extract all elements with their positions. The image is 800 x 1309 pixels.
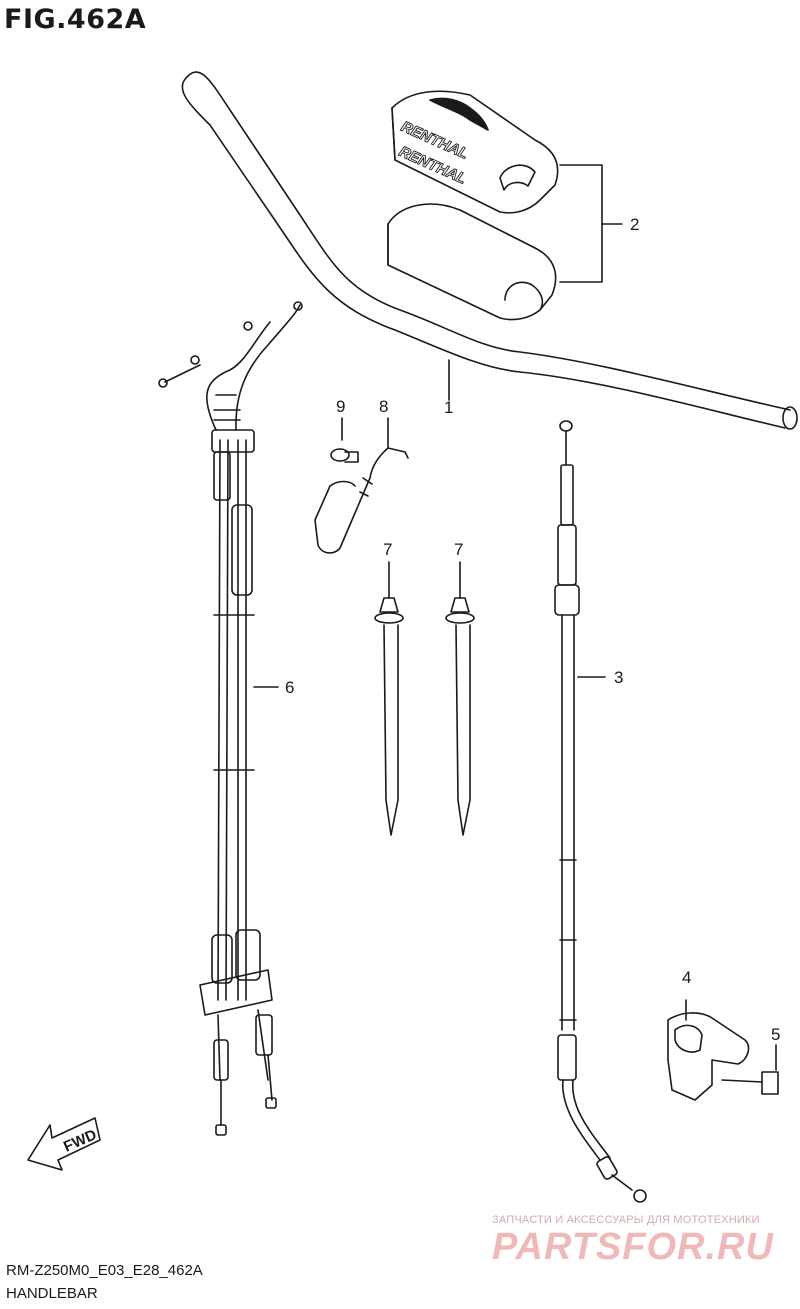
handlebar-pad-part [387,90,559,321]
callout-7-right: 7 [454,540,463,559]
callout-3: 3 [614,668,623,687]
callout-7-left: 7 [383,540,392,559]
bolt-part-5 [721,1044,779,1095]
clutch-cable-part [554,420,647,1203]
callout-8: 8 [379,397,388,416]
callout-1: 1 [444,398,453,417]
watermark-tagline: ЗАПЧАСТИ И АКСЕССУАРЫ ДЛЯ МОТОТЕХНИКИ [492,1214,760,1226]
bolt-part-9 [330,417,359,463]
cable-guide-part [314,417,409,554]
cable-tie-part-left [374,561,404,836]
diagram-name: HANDLEBAR [6,1285,98,1302]
callout-2: 2 [630,215,639,234]
diagram-code: RM-Z250M0_E03_E28_462A [6,1262,203,1279]
handlebar-part [181,71,798,430]
callout-9: 9 [336,397,345,416]
watermark-logo: PARTSFOR.RU [492,1226,774,1268]
callout-6: 6 [285,678,294,697]
callout-4: 4 [682,968,691,987]
forward-arrow [27,1117,101,1171]
figure-title: FIG.462A [4,4,147,35]
lever-holder-part [667,999,750,1101]
callout-5: 5 [771,1025,780,1044]
cable-tie-part-right [445,561,475,836]
throttle-cable-part [158,301,303,1136]
